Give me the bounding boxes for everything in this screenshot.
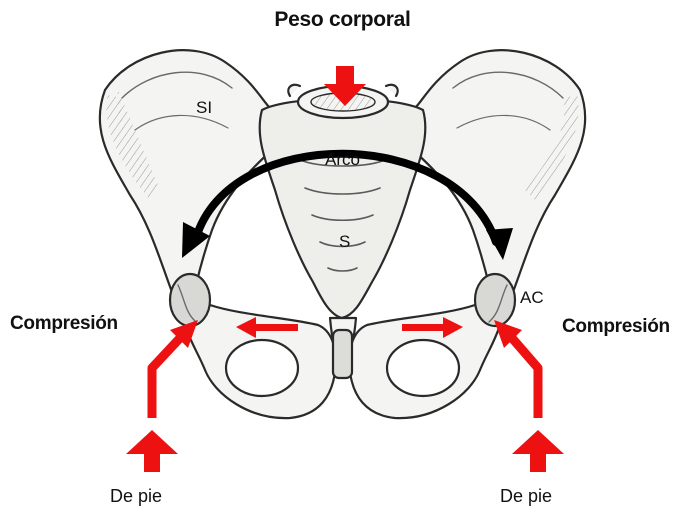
label-compression-left: Compresión [10, 313, 118, 335]
label-arch: Arco [325, 150, 360, 170]
label-standing-left: De pie [110, 486, 162, 507]
standing-arrow-left [126, 430, 178, 472]
left-acetabulum [170, 274, 210, 326]
label-standing-right: De pie [500, 486, 552, 507]
label-sacrum: S [339, 232, 350, 252]
right-acetabulum [475, 274, 515, 326]
standing-arrow-right [512, 430, 564, 472]
compression-arrow-left-shaft [152, 338, 180, 418]
label-acetabulum: AC [520, 288, 544, 308]
sacrum-bone [260, 99, 426, 318]
pubic-symphysis [333, 330, 352, 378]
title-body-weight: Peso corporal [0, 8, 685, 32]
label-compression-right: Compresión [562, 316, 670, 338]
pubic-arrow-left-shaft [252, 324, 298, 331]
label-si-joint: SI [196, 98, 212, 118]
compression-arrow-right-shaft [512, 338, 538, 418]
right-obturator-foramen [387, 340, 459, 396]
left-obturator-foramen [226, 340, 298, 396]
pubic-arrow-right-shaft [402, 324, 446, 331]
